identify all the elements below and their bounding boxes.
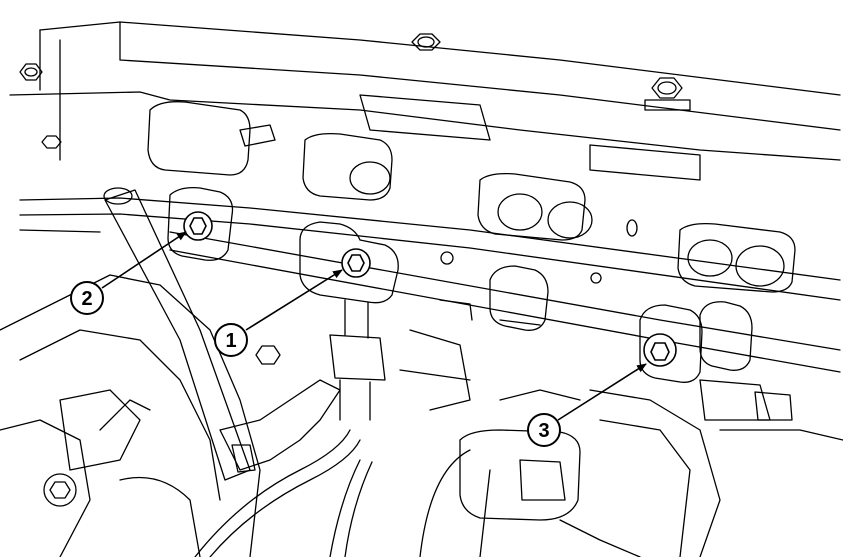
bolt-target-2 xyxy=(183,211,213,241)
callout-3: 3 xyxy=(527,413,561,447)
left-bolt-2 xyxy=(41,135,62,149)
top-bolt-1 xyxy=(411,33,441,51)
lower-left-bolt xyxy=(43,473,77,507)
leader-lines xyxy=(101,231,647,421)
callout-1-label: 1 xyxy=(225,330,236,352)
engine-line-art xyxy=(0,21,843,557)
bolt-target-1 xyxy=(341,248,371,278)
leader-line-1 xyxy=(245,269,343,331)
top-bolt-2 xyxy=(644,77,691,111)
callout-1: 1 xyxy=(214,323,248,357)
leader-line-2 xyxy=(101,231,187,289)
mid-bolt xyxy=(255,345,281,365)
leader-line-3 xyxy=(557,363,647,421)
bolt-target-3 xyxy=(643,333,677,367)
callout-2: 2 xyxy=(70,281,104,315)
callout-2-label: 2 xyxy=(81,288,92,310)
callout-3-label: 3 xyxy=(538,420,549,442)
left-bolt-1 xyxy=(19,63,43,81)
